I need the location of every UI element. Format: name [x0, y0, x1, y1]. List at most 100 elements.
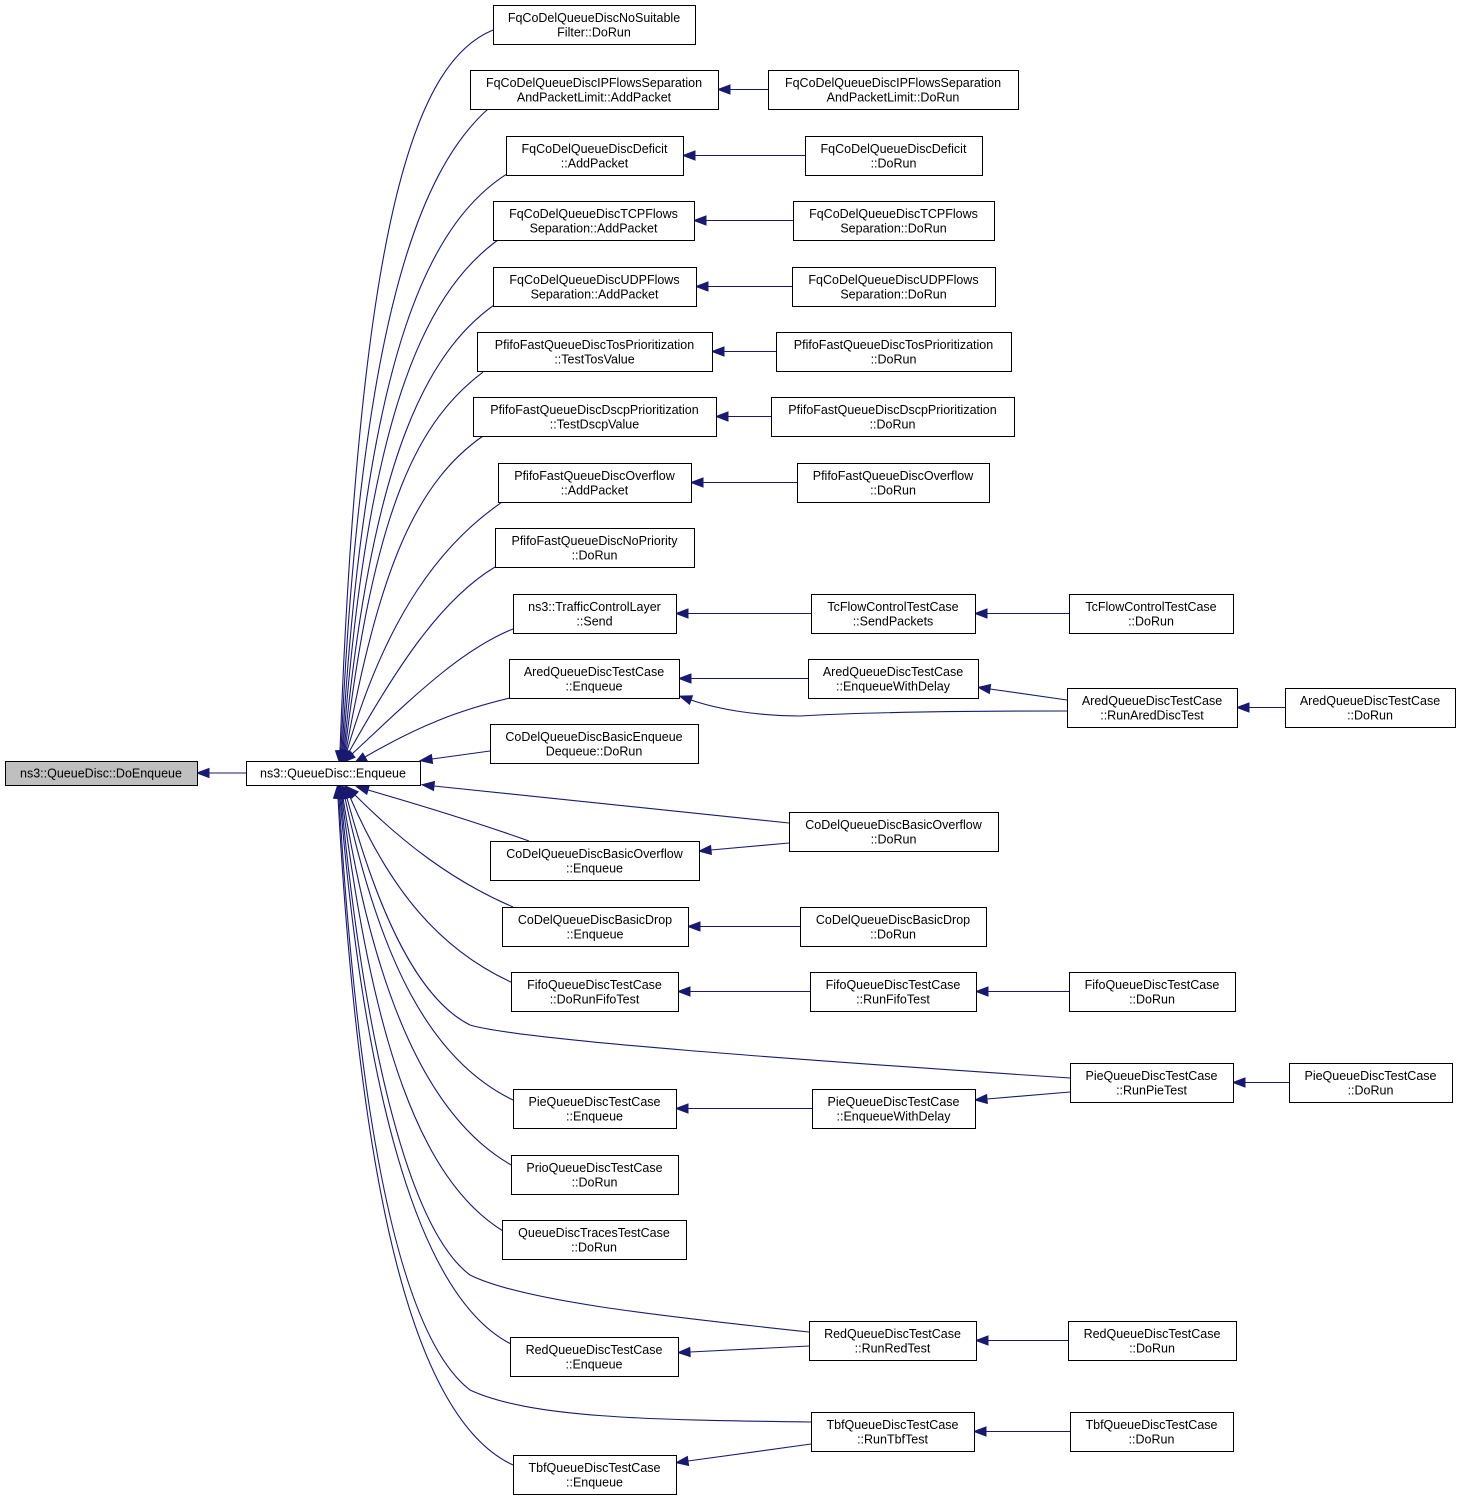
node-doenqueue[interactable]: ns3::QueueDisc::DoEnqueue — [5, 761, 198, 786]
node-fq-deficit-add[interactable]: FqCoDelQueueDiscDeficit::AddPacket — [506, 136, 684, 176]
node-box[interactable] — [502, 907, 689, 947]
node-ared-withdelay[interactable]: AredQueueDiscTestCase::EnqueueWithDelay — [808, 659, 979, 699]
node-enqueue[interactable]: ns3::QueueDisc::Enqueue — [246, 761, 421, 786]
node-codel-drop-run[interactable]: CoDelQueueDiscBasicDrop::DoRun — [800, 907, 987, 947]
node-pf-tos-run[interactable]: PfifoFastQueueDiscTosPrioritization::DoR… — [776, 332, 1012, 372]
node-traces-run[interactable]: QueueDiscTracesTestCase::DoRun — [502, 1220, 687, 1260]
node-codel-overflow-enq[interactable]: CoDelQueueDiscBasicOverflow::Enqueue — [490, 841, 700, 881]
node-pie-enqueue[interactable]: PieQueueDiscTestCase::Enqueue — [513, 1089, 677, 1129]
node-codel-drop-enq[interactable]: CoDelQueueDiscBasicDrop::Enqueue — [502, 907, 689, 947]
node-box[interactable] — [513, 1089, 677, 1129]
node-pf-nopriority-run[interactable]: PfifoFastQueueDiscNoPriority::DoRun — [495, 528, 695, 568]
node-fifo-runfifo[interactable]: FifoQueueDiscTestCase::RunFifoTest — [810, 972, 977, 1012]
node-box[interactable] — [789, 812, 999, 852]
node-red-enqueue[interactable]: RedQueueDiscTestCase::Enqueue — [510, 1337, 679, 1377]
node-box[interactable] — [490, 724, 699, 764]
node-box[interactable] — [808, 659, 979, 699]
node-pie-withdelay[interactable]: PieQueueDiscTestCase::EnqueueWithDelay — [812, 1089, 976, 1129]
node-box[interactable] — [797, 463, 990, 503]
node-box[interactable] — [509, 659, 680, 699]
node-box[interactable] — [511, 1155, 679, 1195]
node-box[interactable] — [1068, 1321, 1237, 1361]
node-box[interactable] — [493, 267, 697, 307]
node-box[interactable] — [473, 397, 717, 437]
node-box[interactable] — [502, 1220, 687, 1260]
node-fq-udp-add[interactable]: FqCoDelQueueDiscUDPFlowsSeparation::AddP… — [493, 267, 697, 307]
node-fq-deficit-run[interactable]: FqCoDelQueueDiscDeficit::DoRun — [805, 136, 983, 176]
node-box[interactable] — [1070, 1063, 1234, 1103]
edge-line — [341, 797, 504, 1232]
node-box[interactable] — [768, 70, 1019, 110]
node-box[interactable] — [811, 1412, 975, 1452]
node-fq-tcp-run[interactable]: FqCoDelQueueDiscTCPFlowsSeparation::DoRu… — [793, 201, 995, 241]
node-box[interactable] — [246, 761, 421, 786]
node-pf-dscp-run[interactable]: PfifoFastQueueDiscDscpPrioritization::Do… — [771, 397, 1015, 437]
node-pf-tos-test[interactable]: PfifoFastQueueDiscTosPrioritization::Tes… — [477, 332, 713, 372]
node-box[interactable] — [493, 201, 695, 241]
node-box[interactable] — [490, 841, 700, 881]
node-label: ::DoRun — [1129, 1341, 1175, 1355]
node-tc-run[interactable]: TcFlowControlTestCase::DoRun — [1069, 594, 1234, 634]
node-box[interactable] — [771, 397, 1015, 437]
node-box[interactable] — [1067, 688, 1238, 728]
node-box[interactable] — [510, 1337, 679, 1377]
node-red-runtest[interactable]: RedQueueDiscTestCase::RunRedTest — [809, 1321, 977, 1361]
node-box[interactable] — [800, 907, 987, 947]
node-box[interactable] — [5, 761, 198, 786]
node-box[interactable] — [1069, 594, 1234, 634]
node-pie-runtest[interactable]: PieQueueDiscTestCase::RunPieTest — [1070, 1063, 1234, 1103]
node-pf-dscp-test[interactable]: PfifoFastQueueDiscDscpPrioritization::Te… — [473, 397, 717, 437]
node-fq-ipflows-run[interactable]: FqCoDelQueueDiscIPFlowsSeparationAndPack… — [768, 70, 1019, 110]
call-edge-ared-runtest-to-ared-enqueue — [678, 695, 1068, 717]
node-box[interactable] — [498, 463, 692, 503]
node-box[interactable] — [809, 1321, 977, 1361]
node-label: RedQueueDiscTestCase — [526, 1343, 663, 1357]
node-box[interactable] — [470, 70, 719, 110]
node-box[interactable] — [511, 972, 679, 1012]
node-codel-overflow-run[interactable]: CoDelQueueDiscBasicOverflow::DoRun — [789, 812, 999, 852]
node-label: RedQueueDiscTestCase — [1084, 1327, 1221, 1341]
node-box[interactable] — [477, 332, 713, 372]
node-box[interactable] — [1285, 688, 1456, 728]
node-box[interactable] — [776, 332, 1012, 372]
node-box[interactable] — [1289, 1063, 1453, 1103]
node-ared-runtest[interactable]: AredQueueDiscTestCase::RunAredDiscTest — [1067, 688, 1238, 728]
node-box[interactable] — [513, 1455, 677, 1495]
node-tcl-send[interactable]: ns3::TrafficControlLayer::Send — [513, 594, 677, 634]
edge-line — [986, 1091, 1071, 1100]
node-tbf-enqueue[interactable]: TbfQueueDiscTestCase::Enqueue — [513, 1455, 677, 1495]
node-box[interactable] — [792, 267, 996, 307]
node-box[interactable] — [1069, 972, 1236, 1012]
node-fq-ipflows-add[interactable]: FqCoDelQueueDiscIPFlowsSeparationAndPack… — [470, 70, 719, 110]
node-box[interactable] — [506, 136, 684, 176]
node-fq-udp-run[interactable]: FqCoDelQueueDiscUDPFlowsSeparation::DoRu… — [792, 267, 996, 307]
node-box[interactable] — [811, 594, 976, 634]
node-ared-run[interactable]: AredQueueDiscTestCase::DoRun — [1285, 688, 1456, 728]
node-box[interactable] — [805, 136, 983, 176]
node-box[interactable] — [1070, 1412, 1234, 1452]
edge-line — [339, 797, 514, 1346]
call-edge-prio-run-to-enqueue — [337, 784, 514, 1167]
node-box[interactable] — [493, 5, 696, 45]
node-box[interactable] — [810, 972, 977, 1012]
node-box[interactable] — [513, 594, 677, 634]
edge-line — [341, 167, 518, 752]
node-tbf-run[interactable]: TbfQueueDiscTestCase::DoRun — [1070, 1412, 1234, 1452]
node-red-run[interactable]: RedQueueDiscTestCase::DoRun — [1068, 1321, 1237, 1361]
node-fifo-dorunfifo[interactable]: FifoQueueDiscTestCase::DoRunFifoTest — [511, 972, 679, 1012]
node-pf-overflow-add[interactable]: PfifoFastQueueDiscOverflow::AddPacket — [498, 463, 692, 503]
node-ared-enqueue[interactable]: AredQueueDiscTestCase::Enqueue — [509, 659, 680, 699]
node-fq-tcp-add[interactable]: FqCoDelQueueDiscTCPFlowsSeparation::AddP… — [493, 201, 695, 241]
node-box[interactable] — [812, 1089, 976, 1129]
node-box[interactable] — [793, 201, 995, 241]
node-label: ::Enqueue — [566, 1109, 623, 1123]
node-prio-run[interactable]: PrioQueueDiscTestCase::DoRun — [511, 1155, 679, 1195]
node-box[interactable] — [495, 528, 695, 568]
node-pie-run[interactable]: PieQueueDiscTestCase::DoRun — [1289, 1063, 1453, 1103]
node-tc-sendpackets[interactable]: TcFlowControlTestCase::SendPackets — [811, 594, 976, 634]
node-fifo-run[interactable]: FifoQueueDiscTestCase::DoRun — [1069, 972, 1236, 1012]
node-tbf-runtest[interactable]: TbfQueueDiscTestCase::RunTbfTest — [811, 1412, 975, 1452]
node-pf-overflow-run[interactable]: PfifoFastQueueDiscOverflow::DoRun — [797, 463, 990, 503]
